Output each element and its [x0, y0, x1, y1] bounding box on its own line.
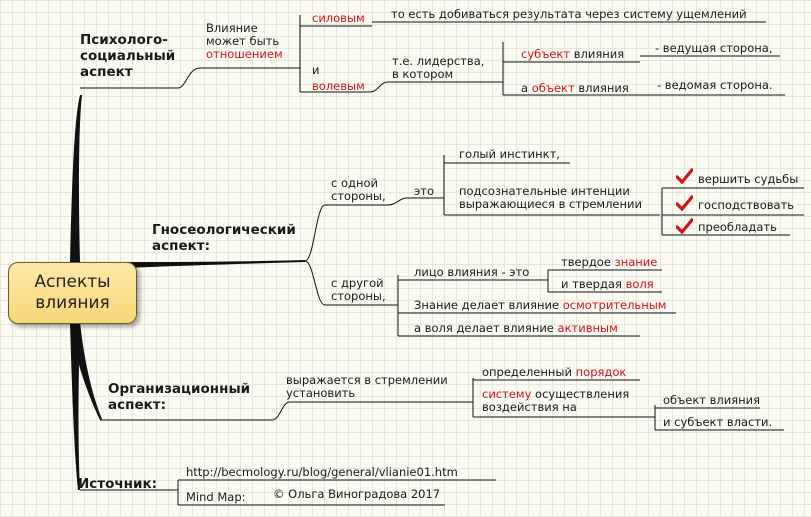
psycho-social-aspect-title[interactable]: Психолого- социальный аспект: [80, 32, 175, 80]
red-word: систему: [482, 387, 532, 401]
node-line: подсознательные интенции: [459, 184, 630, 198]
title-line: аспект: [80, 64, 133, 80]
title-line: Организационный: [108, 381, 251, 397]
influence-node[interactable]: Влияние может быть отношением: [206, 22, 283, 61]
red-word: объект: [531, 81, 575, 95]
node-line: с другой: [331, 276, 384, 290]
node-line: Влияние: [206, 21, 258, 35]
red-word: активным: [557, 321, 618, 335]
node-line: стороны,: [331, 189, 386, 203]
subject-of-power-node[interactable]: и субъект власти.: [663, 415, 773, 429]
plain-text: влияния: [570, 47, 625, 61]
node-line: установить: [286, 386, 356, 400]
title-line: Гносеологический: [152, 222, 296, 238]
silovym-node[interactable]: силовым: [312, 11, 365, 25]
plain-text: Знание делает влияние: [414, 298, 563, 312]
silovym-desc-node[interactable]: то есть добиваться результата через сист…: [391, 7, 747, 21]
title-line: Психолого-: [80, 32, 168, 48]
check-icon: [676, 168, 693, 185]
source-url-link[interactable]: http://becmology.ru/blog/general/vlianie…: [186, 465, 458, 479]
leading-side-node[interactable]: - ведущая сторона,: [655, 41, 773, 55]
knowledge-makes-node[interactable]: Знание делает влияние осмотрительным: [414, 299, 667, 312]
title-line: социальный: [80, 48, 176, 64]
title-line: аспект:: [108, 397, 166, 413]
other-side-node[interactable]: с другой стороны,: [331, 277, 386, 303]
plain-text: а: [521, 81, 532, 95]
dominate-node[interactable]: господствовать: [698, 198, 795, 212]
plain-text: влияния: [574, 81, 629, 95]
plain-text: а воля делает влияние: [414, 321, 558, 335]
firm-will-node[interactable]: и твердая воля: [561, 278, 654, 291]
node-line: в котором: [392, 67, 454, 81]
prevail-node[interactable]: преобладать: [698, 220, 777, 234]
node-line: выражается в стремлении: [286, 373, 448, 387]
check-icon: [676, 195, 693, 212]
object-node[interactable]: а объект влияния: [521, 82, 629, 95]
organizational-aspect-title[interactable]: Организационный аспект:: [108, 381, 250, 413]
gnoseological-aspect-title[interactable]: Гносеологический аспект:: [152, 222, 296, 254]
face-of-influence-node[interactable]: лицо влияния - это: [414, 265, 530, 279]
rule-fate-node[interactable]: вершить судьбы: [698, 172, 799, 186]
check-icon: [676, 218, 693, 235]
source-title[interactable]: Источник:: [78, 476, 158, 492]
volevym-node[interactable]: волевым: [312, 79, 365, 93]
red-word: осмотрительным: [562, 298, 667, 312]
node-line: с одной: [331, 176, 378, 190]
leadership-node[interactable]: т.е. лидерства, в котором: [392, 55, 484, 81]
mind-map-label: Mind Map:: [186, 490, 246, 504]
and-node: и: [312, 63, 320, 77]
led-side-node[interactable]: - ведомая сторона.: [657, 78, 773, 92]
eto-node: это: [414, 184, 435, 198]
node-line-red: отношением: [206, 47, 283, 61]
plain-text: осуществления: [531, 387, 630, 401]
expressed-node[interactable]: выражается в стремлении установить: [286, 374, 448, 400]
plain-text: определенный: [482, 365, 576, 379]
center-line-2: влияния: [35, 293, 110, 313]
plain-text: и твердая: [561, 277, 626, 291]
object-of-influence-node[interactable]: объект влияния: [663, 393, 761, 407]
author-credit: © Ольга Виноградова 2017: [273, 487, 441, 501]
order-node[interactable]: определенный порядок: [482, 366, 626, 379]
red-word: знание: [614, 255, 658, 269]
plain-text: твердое: [561, 255, 615, 269]
node-line: т.е. лидерства,: [392, 54, 485, 68]
instinct-node[interactable]: голый инстинкт,: [459, 147, 560, 161]
red-word: субъект: [521, 47, 571, 61]
node-line: может быть: [206, 34, 280, 48]
subconscious-node[interactable]: подсознательные интенции выражающиеся в …: [459, 185, 642, 211]
red-word: порядок: [575, 365, 627, 379]
firm-knowledge-node[interactable]: твердое знание: [561, 256, 657, 269]
center-line-1: Аспекты: [34, 272, 111, 292]
red-word: воля: [625, 277, 654, 291]
will-makes-node[interactable]: а воля делает влияние активным: [414, 322, 618, 335]
node-line: стороны,: [331, 289, 386, 303]
node-line: выражающиеся в стремлении: [459, 197, 642, 211]
one-side-node[interactable]: с одной стороны,: [331, 177, 386, 203]
title-line: аспект:: [152, 238, 210, 254]
node-line: воздействия на: [482, 400, 577, 414]
system-node[interactable]: систему осуществления воздействия на: [482, 388, 629, 414]
subject-node[interactable]: субъект влияния: [521, 48, 624, 61]
